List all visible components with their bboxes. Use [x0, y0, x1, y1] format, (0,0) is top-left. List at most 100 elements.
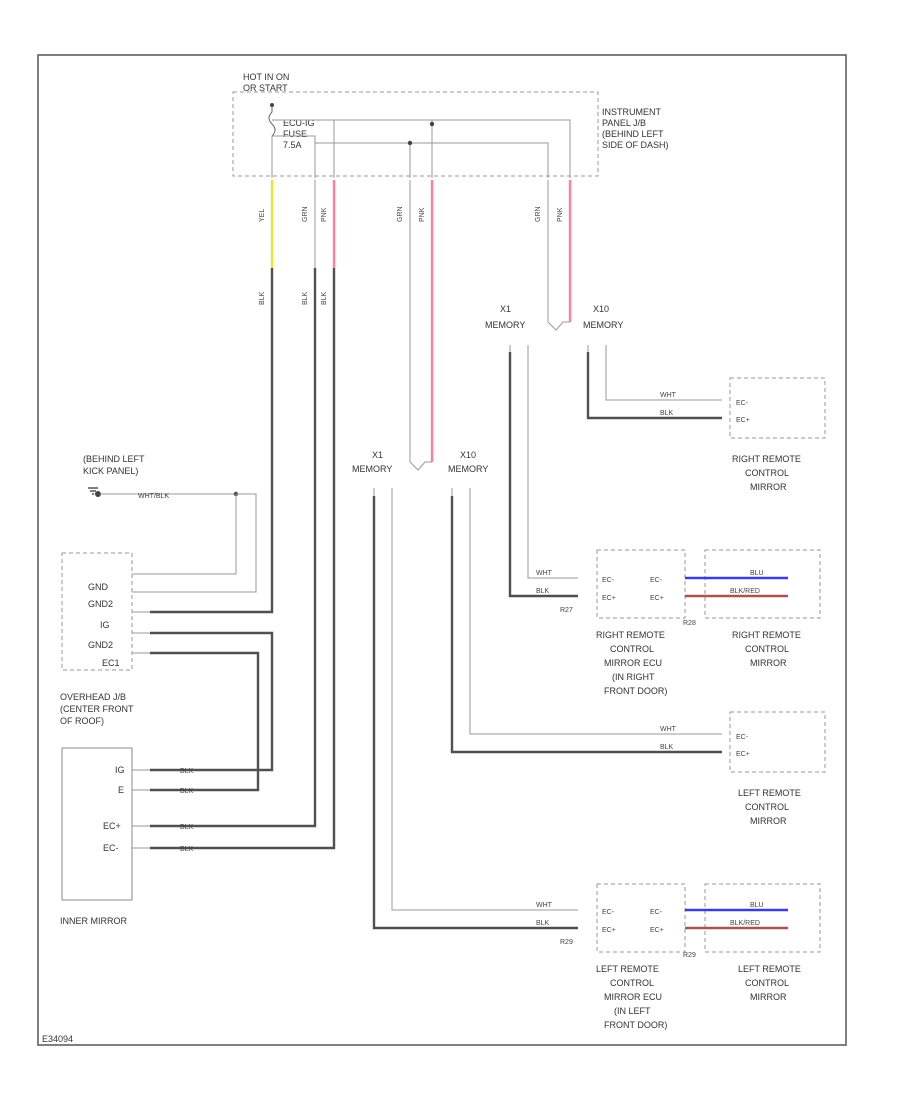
- svg-text:R29: R29: [560, 939, 573, 946]
- svg-text:OVERHEAD J/B: OVERHEAD J/B: [60, 692, 126, 702]
- svg-text:BLU: BLU: [750, 902, 764, 909]
- memory-lower-left: MEMORY: [352, 464, 392, 474]
- svg-text:WHT: WHT: [660, 726, 677, 733]
- svg-text:CONTROL: CONTROL: [610, 978, 654, 988]
- svg-text:R29: R29: [683, 952, 696, 959]
- fuse-word-label: FUSE: [283, 129, 307, 139]
- splice-x10-lower: X10: [460, 450, 476, 460]
- svg-text:RIGHT REMOTE: RIGHT REMOTE: [732, 454, 801, 464]
- svg-text:EC+: EC+: [650, 927, 664, 934]
- svg-text:PNK: PNK: [557, 207, 564, 222]
- memory-splice-upper: X1 MEMORY X10 MEMORY: [485, 304, 722, 598]
- jb-output-wires: [150, 180, 572, 850]
- svg-text:CONTROL: CONTROL: [745, 468, 789, 478]
- svg-text:(CENTER FRONT: (CENTER FRONT: [60, 704, 134, 714]
- svg-text:WHT: WHT: [536, 570, 553, 577]
- instrument-panel-jb: HOT IN ON OR START ECU-IG FUSE 7.5A INST…: [232, 72, 669, 178]
- memory-upper-right: MEMORY: [583, 320, 623, 330]
- svg-text:EC+: EC+: [650, 595, 664, 602]
- svg-text:BLK: BLK: [180, 846, 194, 853]
- svg-text:BLK: BLK: [180, 788, 194, 795]
- ground-icon: [88, 487, 98, 495]
- overhead-jb: GND GND2 IG GND2 EC1 OVERHEAD J/B (CENTE…: [60, 552, 150, 726]
- hot-in-on-label: HOT IN ON: [243, 72, 289, 82]
- svg-text:GRN: GRN: [535, 206, 542, 222]
- memory-lower-right: MEMORY: [448, 464, 488, 474]
- svg-text:EC-: EC-: [650, 909, 663, 916]
- memory-splice-lower: X1 MEMORY X10 MEMORY: [352, 450, 722, 930]
- svg-text:EC+: EC+: [736, 417, 750, 424]
- svg-text:LEFT REMOTE: LEFT REMOTE: [738, 788, 801, 798]
- memory-upper-left: MEMORY: [485, 320, 525, 330]
- svg-text:PNK: PNK: [321, 207, 328, 222]
- ip-jb-title-3: (BEHIND LEFT: [602, 129, 664, 139]
- svg-text:GND: GND: [88, 582, 109, 592]
- or-start-label: OR START: [243, 83, 288, 93]
- svg-text:WHT: WHT: [660, 392, 677, 399]
- junction-dot: [407, 140, 413, 146]
- fuse-terminal-top: [270, 103, 274, 107]
- svg-text:GND2: GND2: [88, 640, 113, 650]
- svg-text:BLK/RED: BLK/RED: [730, 588, 760, 595]
- svg-text:WHT/BLK: WHT/BLK: [138, 493, 169, 500]
- svg-text:CONTROL: CONTROL: [745, 644, 789, 654]
- svg-text:RIGHT REMOTE: RIGHT REMOTE: [732, 630, 801, 640]
- svg-text:BLK: BLK: [321, 291, 328, 305]
- svg-text:MIRROR: MIRROR: [750, 658, 787, 668]
- left-remote-mirror-middle: EC- EC+ WHT BLK LEFT REMOTE CONTROL MIRR…: [660, 711, 826, 826]
- left-mirror-ecu: EC- EC+ EC- EC+ WHT BLK R29 R29 BLU BLK/…: [536, 883, 821, 1030]
- ip-jb-title-4: SIDE OF DASH): [602, 140, 669, 150]
- svg-text:CONTROL: CONTROL: [610, 644, 654, 654]
- svg-text:BLU: BLU: [750, 570, 764, 577]
- svg-text:GND2: GND2: [88, 599, 113, 609]
- svg-text:MIRROR: MIRROR: [750, 992, 787, 1002]
- svg-text:EC-: EC-: [103, 843, 119, 853]
- fuse-name-label: ECU-IG: [283, 118, 315, 128]
- svg-text:YEL: YEL: [259, 209, 266, 222]
- svg-text:LEFT REMOTE: LEFT REMOTE: [738, 964, 801, 974]
- right-remote-mirror-top: EC- EC+ WHT BLK RIGHT REMOTE CONTROL MIR…: [660, 377, 826, 492]
- svg-text:BLK: BLK: [180, 824, 194, 831]
- svg-text:PNK: PNK: [419, 207, 426, 222]
- svg-text:EC1: EC1: [102, 658, 120, 668]
- svg-text:BLK: BLK: [180, 768, 194, 775]
- svg-text:R28: R28: [683, 620, 696, 627]
- fuse-symbol: [268, 105, 276, 137]
- ip-jb-title-2: PANEL J/B: [602, 118, 646, 128]
- svg-text:IG: IG: [115, 765, 125, 775]
- right-mirror-ecu: EC- EC+ EC- EC+ WHT BLK R27 R28 BLU BLK/…: [536, 549, 821, 696]
- svg-text:MIRROR: MIRROR: [750, 816, 787, 826]
- svg-text:MIRROR: MIRROR: [750, 482, 787, 492]
- diagram-frame: [37, 54, 847, 1046]
- svg-text:(BEHIND LEFT: (BEHIND LEFT: [83, 454, 145, 464]
- ip-jb-title-1: INSTRUMENT: [602, 107, 661, 117]
- splice-x1-upper: X1: [500, 304, 511, 314]
- svg-text:EC-: EC-: [602, 577, 615, 584]
- svg-text:WHT: WHT: [536, 902, 553, 909]
- svg-text:GRN: GRN: [397, 206, 404, 222]
- svg-text:INNER MIRROR: INNER MIRROR: [60, 916, 127, 926]
- svg-text:BLK/RED: BLK/RED: [730, 920, 760, 927]
- svg-text:EC+: EC+: [602, 927, 616, 934]
- svg-text:MIRROR ECU: MIRROR ECU: [604, 658, 662, 668]
- svg-text:E: E: [118, 785, 124, 795]
- svg-text:EC-: EC-: [736, 400, 749, 407]
- svg-text:BLK: BLK: [302, 291, 309, 305]
- diagram-code: E34094: [42, 1034, 73, 1044]
- svg-text:EC-: EC-: [650, 577, 663, 584]
- svg-text:(IN LEFT: (IN LEFT: [614, 1006, 651, 1016]
- svg-text:OF ROOF): OF ROOF): [60, 716, 104, 726]
- svg-text:GRN: GRN: [302, 206, 309, 222]
- svg-text:CONTROL: CONTROL: [745, 978, 789, 988]
- ground-point: (BEHIND LEFT KICK PANEL) WHT/BLK: [83, 454, 257, 593]
- svg-text:(IN RIGHT: (IN RIGHT: [612, 672, 655, 682]
- junction-dot: [429, 121, 435, 127]
- svg-text:EC+: EC+: [103, 821, 121, 831]
- splice-x10-upper: X10: [593, 304, 609, 314]
- svg-text:BLK: BLK: [536, 920, 550, 927]
- svg-text:EC-: EC-: [736, 734, 749, 741]
- svg-text:CONTROL: CONTROL: [745, 802, 789, 812]
- inner-mirror: IG E EC+ EC- INNER MIRROR BLK BLK BLK BL…: [60, 747, 194, 926]
- svg-text:FRONT DOOR): FRONT DOOR): [604, 686, 667, 696]
- svg-text:R27: R27: [560, 607, 573, 614]
